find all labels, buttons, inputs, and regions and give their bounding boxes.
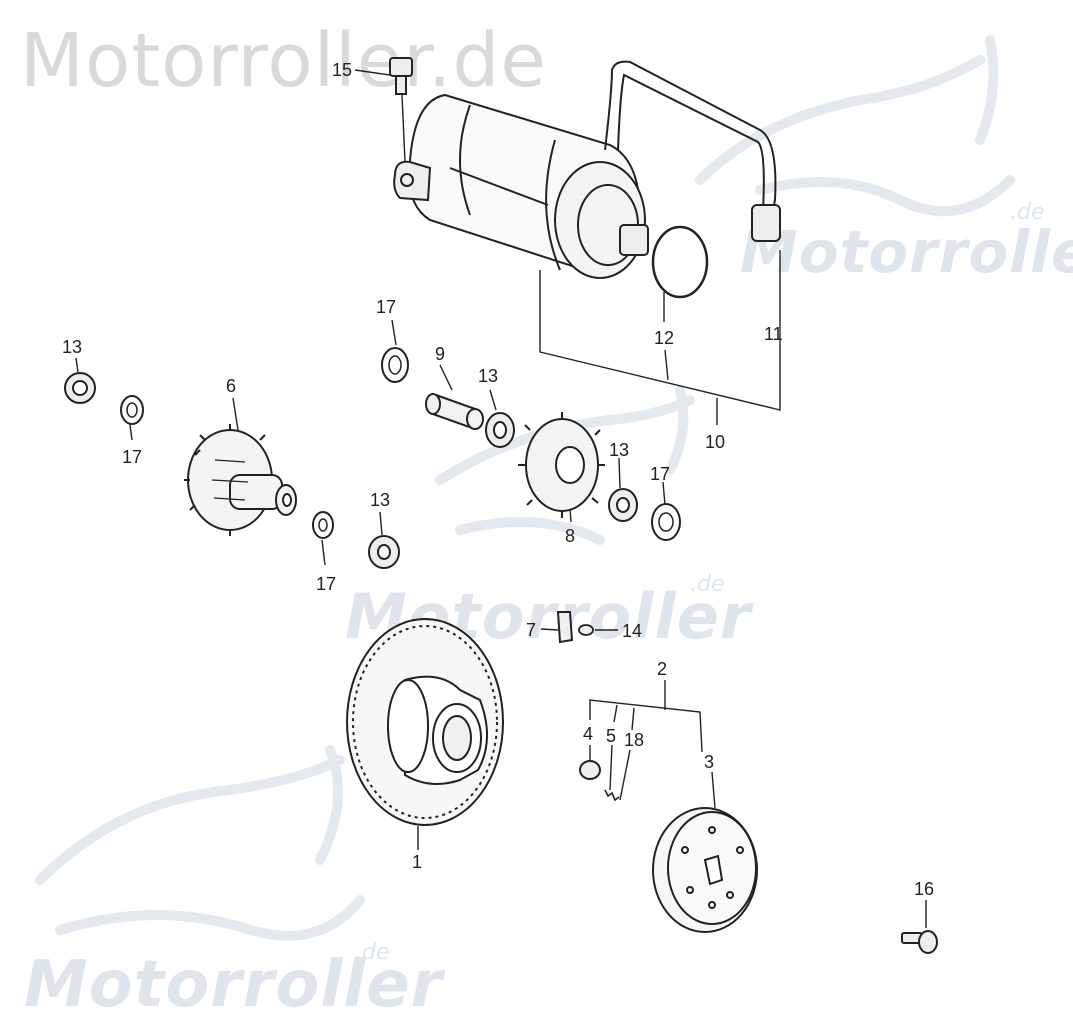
label-part-12: 12 [654,328,674,348]
watermark-right: Motorroller [740,218,1073,286]
label-part-17-left: 17 [122,447,142,467]
washer-17-top [381,347,409,383]
clip-7 [556,611,574,644]
label-part-15: 15 [332,60,352,80]
roller-4 [579,760,601,780]
label-part-13-left: 13 [62,337,82,357]
label-part-9: 9 [435,344,445,364]
watermark-bottom-suffix: .de [355,940,390,965]
starter-motor [393,60,781,279]
gear-6 [184,424,297,536]
bearing-13-right [608,488,638,522]
label-part-5: 5 [606,726,616,746]
label-part-4: 4 [583,724,593,744]
label-part-18: 18 [624,730,644,750]
bearing-13-left [64,372,96,404]
label-part-17-center: 17 [316,574,336,594]
watermark-bottom: Motorroller [24,948,444,1022]
bolt-15 [389,57,413,95]
watermark-top: Motorroller.de [20,18,547,104]
label-part-13-right: 13 [609,440,629,460]
washer-17-center [312,511,334,539]
label-part-8: 8 [565,526,575,546]
label-part-13-shaft: 13 [478,366,498,386]
label-part-13-lower: 13 [370,490,390,510]
gear-8 [518,412,605,518]
label-part-6: 6 [226,376,236,396]
label-part-17-right: 17 [650,464,670,484]
watermark-right-suffix: .de [1010,200,1045,225]
clutch-3 [652,807,758,933]
label-part-17-top: 17 [376,297,396,317]
washer-17-right [651,503,681,541]
ring-gear-1 [346,618,504,826]
label-part-2: 2 [657,659,667,679]
bolt-16 [901,930,938,954]
washer-17-top-hole [388,355,402,375]
leader-lines [75,69,927,928]
o-ring-12 [651,225,709,299]
washer-17-center-hole [318,518,328,532]
label-part-1: 1 [412,852,422,872]
label-part-7: 7 [526,620,536,640]
watermark-mid-suffix: .de [690,572,725,597]
label-part-14: 14 [622,621,642,641]
washer-17-left [120,395,144,425]
washer-17-left-hole [126,402,138,418]
bearing-13-lower [368,535,400,569]
label-part-11: 11 [764,324,783,344]
washer-17-right-hole [658,512,674,532]
pin-14 [578,624,594,636]
scooter-watermark-logo [35,35,1015,941]
bearing-13-shaft [485,412,515,448]
label-part-3: 3 [704,752,714,772]
shaft-9 [425,393,484,430]
label-part-16: 16 [914,879,934,899]
label-part-10: 10 [705,432,725,452]
spring-5-18 [604,789,620,802]
